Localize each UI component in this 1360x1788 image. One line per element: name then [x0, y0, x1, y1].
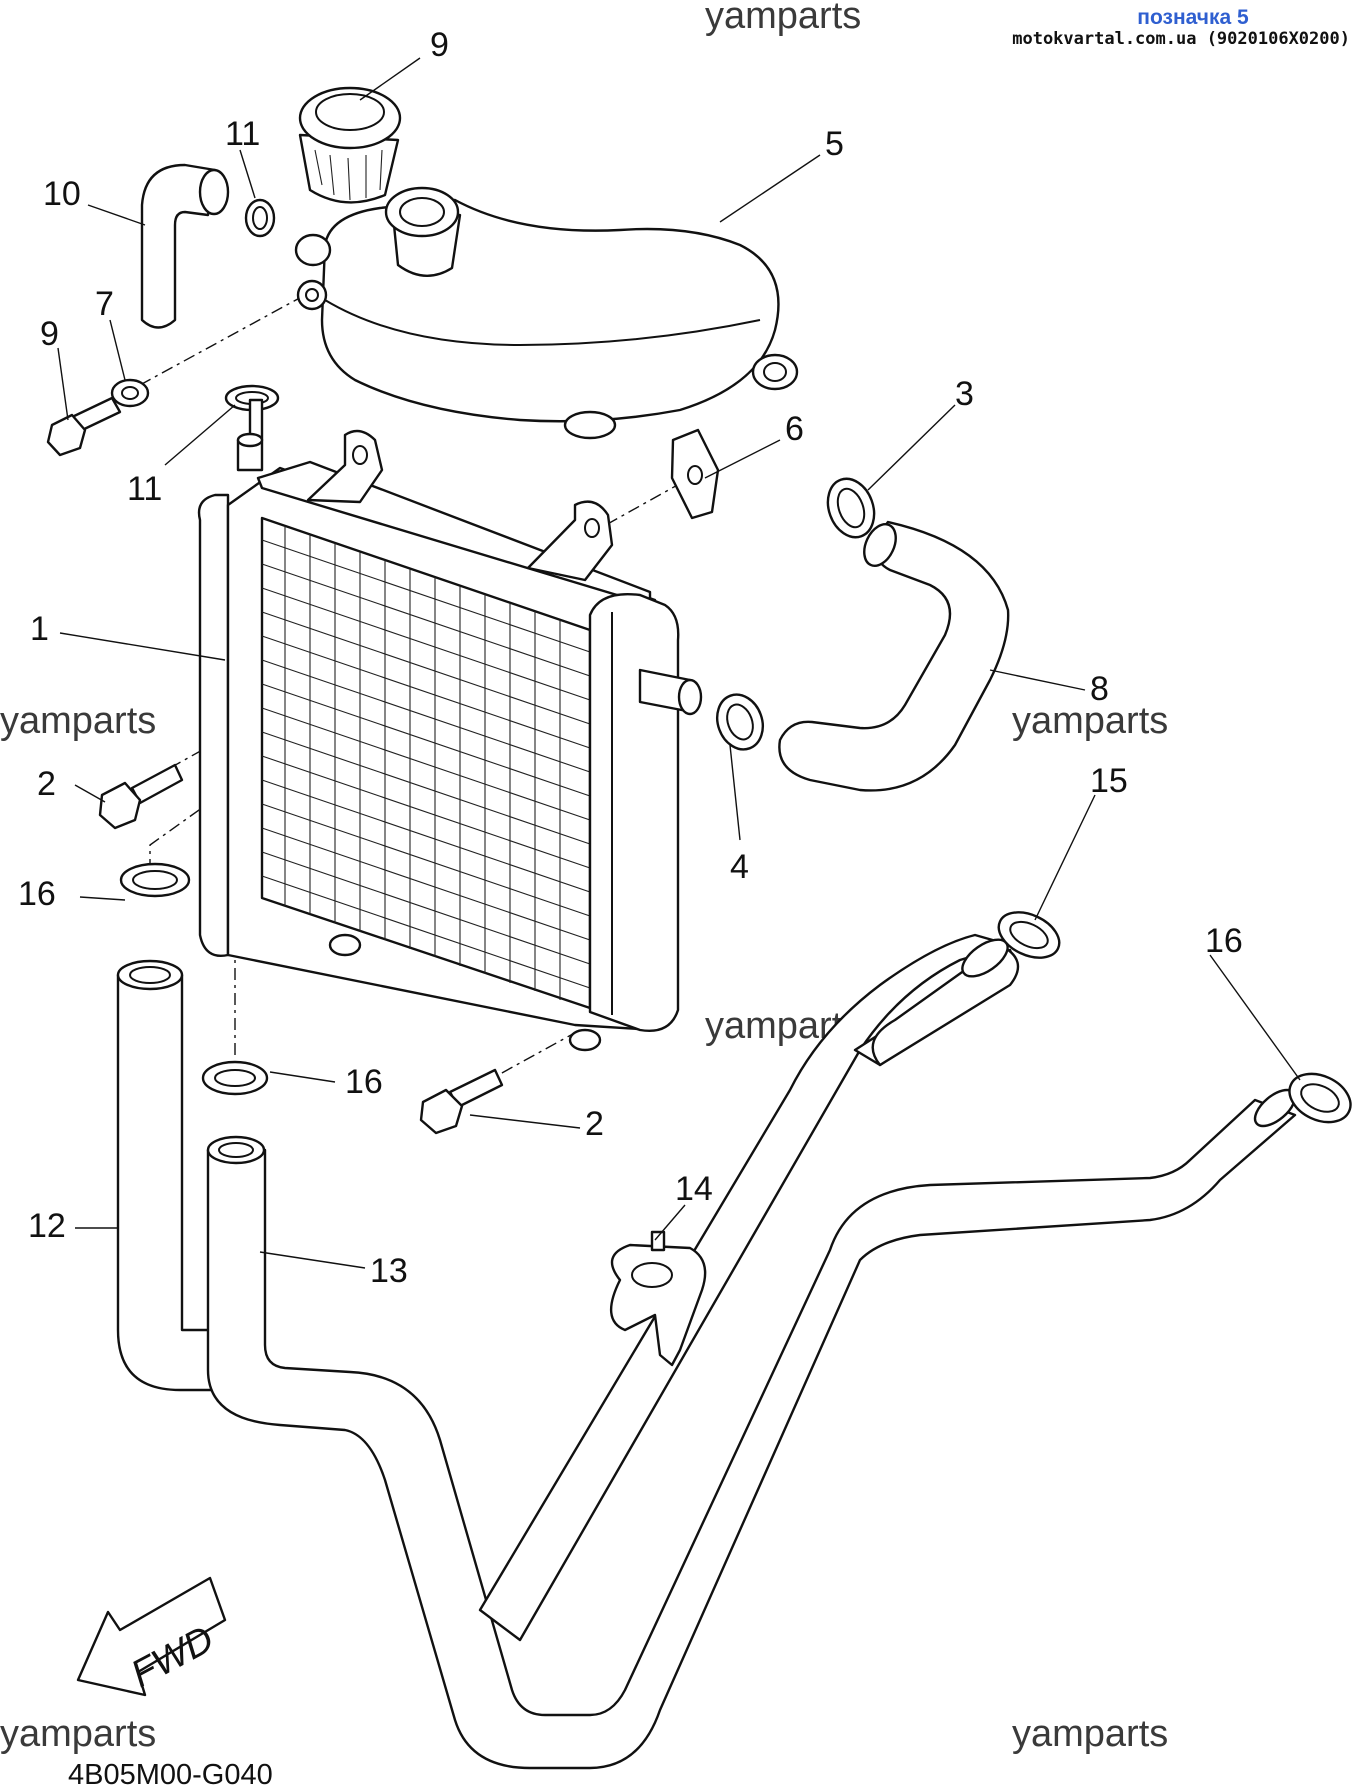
callout-13: 13: [370, 1252, 408, 1290]
hose-clamp: [716, 477, 876, 751]
callout-1: 1: [30, 610, 49, 648]
callout-3: 5: [825, 125, 844, 163]
callout-11: 11: [127, 470, 162, 508]
hose-holder: [609, 1230, 707, 1367]
watermark: yamparts: [0, 1713, 156, 1755]
watermark: yamparts: [1012, 700, 1168, 742]
bolt: [46, 396, 122, 457]
callout-8: 8: [1090, 670, 1109, 708]
watermark: yamparts: [1012, 1713, 1168, 1755]
tank-cap: [298, 86, 402, 204]
washer: [110, 378, 150, 408]
radiator-fins: [261, 526, 591, 1000]
radiator: [197, 398, 703, 1052]
callout-12: 12: [28, 1207, 66, 1245]
callout-9: 3: [955, 375, 974, 413]
callout-numbers: 9 5 11 10 7 9 11 6 3 1 8 2 4 15 16 16 16…: [18, 26, 1243, 1290]
callout-2: 2: [585, 1105, 604, 1143]
callout-16: 16: [18, 875, 56, 913]
header-subtitle: motokvartal.com.ua (9020106X0200): [1012, 29, 1350, 49]
diagram-code: 4B05M00-G040: [68, 1759, 273, 1788]
watermark: yamparts: [705, 0, 861, 37]
watermark: yamparts: [0, 700, 156, 742]
clip: [224, 198, 280, 412]
fwd-arrow: FWD: [76, 1576, 227, 1697]
callout-11: 11: [225, 115, 260, 153]
callout-4: 6: [785, 410, 804, 448]
callout-15: 15: [1090, 762, 1128, 800]
callout-6: 9: [430, 26, 449, 64]
callout-10: 10: [43, 175, 81, 213]
callout-7: 9: [40, 315, 59, 353]
callout-9: 4: [730, 848, 749, 886]
callout-16: 16: [345, 1063, 383, 1101]
callout-2: 2: [37, 765, 56, 803]
nut-clip: [670, 428, 720, 520]
bolt: [98, 763, 504, 1135]
leader-lines: [57, 57, 1301, 1269]
reservoir-tank: [294, 186, 799, 440]
lower-hoses: [116, 933, 1297, 1770]
header-title: позначка 5: [1137, 6, 1249, 29]
callout-5: 7: [95, 285, 114, 323]
hose: [778, 520, 1010, 792]
callout-16: 16: [1205, 922, 1243, 960]
breather-hose: [140, 163, 230, 329]
clamp: [119, 862, 1352, 1124]
callout-14: 14: [675, 1170, 713, 1208]
